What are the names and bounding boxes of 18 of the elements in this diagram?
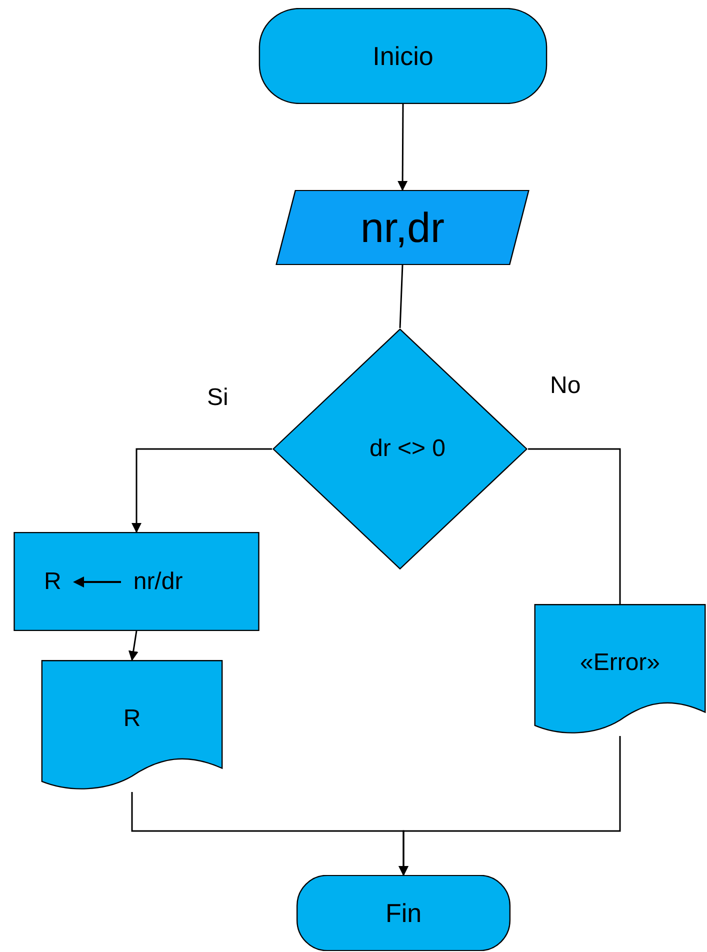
expression-text: nr/dr [133,566,183,596]
connector-arrow [398,736,621,876]
node-label: nr,dr [360,203,445,253]
process-box [13,532,260,631]
node-label: dr <> 0 [369,434,446,464]
document-shape [41,660,223,792]
node-label: R [123,704,141,734]
node-label: Inicio [372,40,434,72]
node-label: Fin [385,896,422,930]
input-parallelogram [275,190,530,265]
decision-diamond [272,328,528,570]
connector-arrow [398,104,408,191]
terminal-shape [296,875,511,951]
connector-arrow [128,630,138,661]
node-label: «Error» [580,648,660,678]
connector-arrow [132,448,272,533]
document-shape [534,604,706,736]
variable-text: R [44,566,62,596]
